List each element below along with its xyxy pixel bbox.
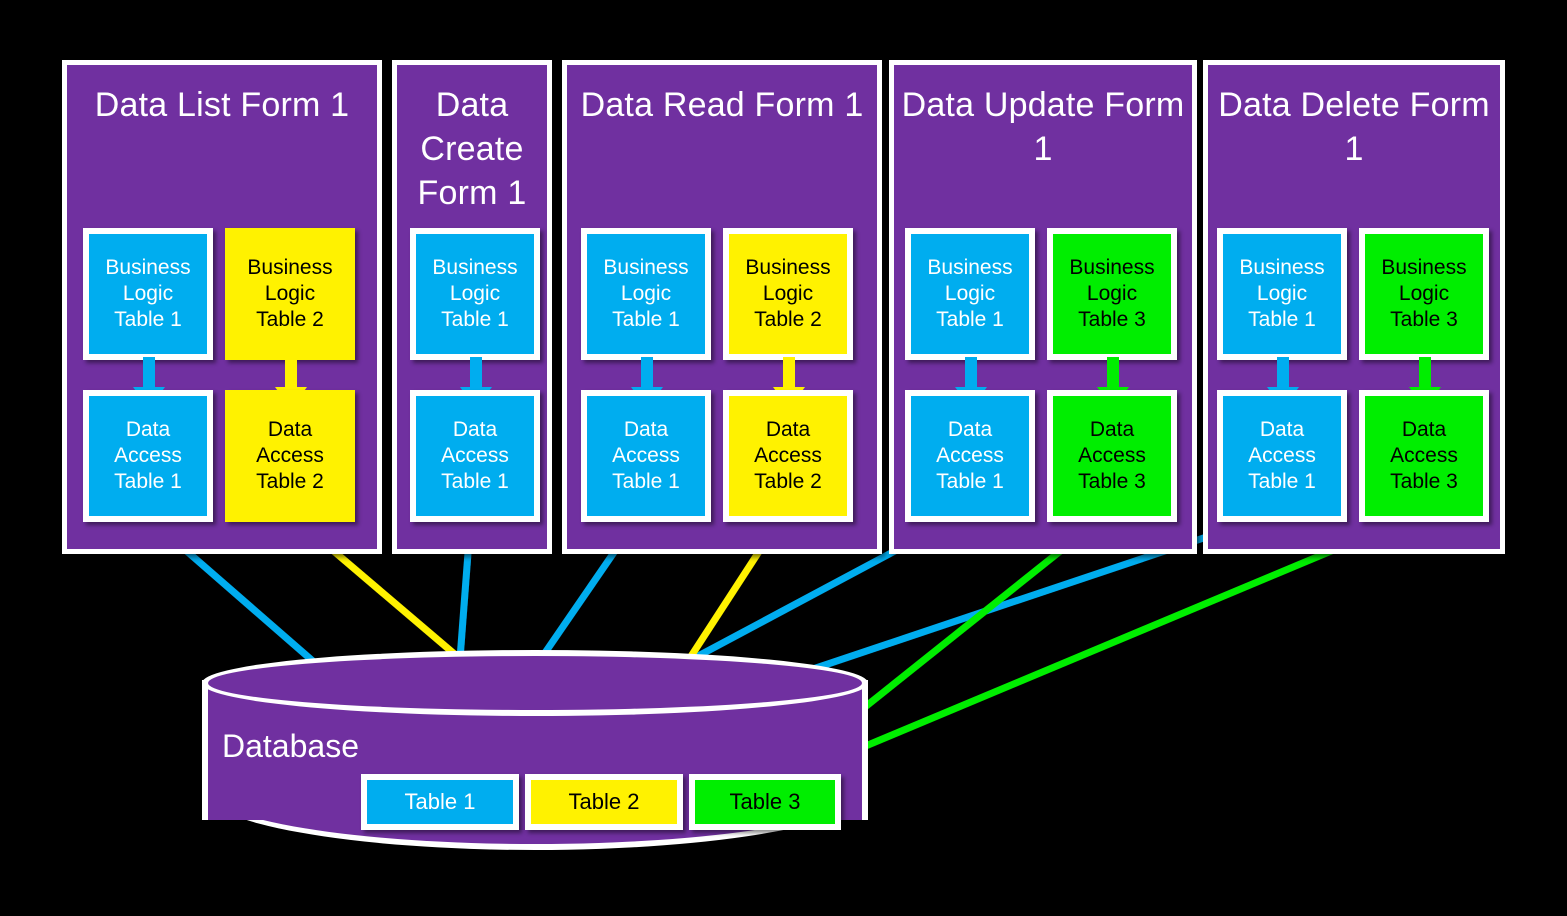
box-line-1: Data	[267, 418, 313, 441]
box-line-2: Logic	[1256, 282, 1308, 305]
db-table-label: Table 2	[568, 789, 640, 814]
box-line-1: Business	[247, 256, 333, 279]
box-line-3: Table 2	[256, 308, 324, 331]
box-line-3: Table 1	[441, 470, 509, 493]
box-business-logic-table-3[interactable]: Business Logic Table 3	[1047, 228, 1177, 360]
box-business-logic-table-2[interactable]: Business Logic Table 2	[723, 228, 853, 360]
box-line-1: Data	[1259, 418, 1305, 441]
box-line-2: Access	[1248, 444, 1316, 467]
box-line-3: Table 1	[612, 308, 680, 331]
box-line-2: Access	[1390, 444, 1458, 467]
box-line-2: Logic	[122, 282, 174, 305]
box-data-access-table-1[interactable]: Data Access Table 1	[1217, 390, 1347, 522]
box-line-3: Table 1	[114, 470, 182, 493]
box-data-access-table-3[interactable]: Data Access Table 3	[1359, 390, 1489, 522]
box-line-1: Business	[105, 256, 191, 279]
box-data-access-table-2[interactable]: Data Access Table 2	[723, 390, 853, 522]
panel-data-list-form-1[interactable]: Data List Form 1 Business Logic Table 1 …	[62, 60, 382, 554]
panel-title: Data Delete Form 1	[1218, 86, 1490, 168]
box-business-logic-table-1[interactable]: Business Logic Table 1	[905, 228, 1035, 360]
box-line-2: Logic	[1398, 282, 1450, 305]
box-line-3: Table 3	[1390, 470, 1458, 493]
box-line-1: Data	[623, 418, 669, 441]
box-line-3: Table 1	[1248, 308, 1316, 331]
box-data-access-table-1[interactable]: Data Access Table 1	[905, 390, 1035, 522]
panel-title: Data Read Form 1	[580, 86, 864, 124]
box-data-access-table-1[interactable]: Data Access Table 1	[581, 390, 711, 522]
box-line-1: Business	[1381, 256, 1467, 279]
box-line-2: Access	[256, 444, 324, 467]
db-table-1[interactable]: Table 1	[361, 774, 519, 830]
box-line-3: Table 1	[1248, 470, 1316, 493]
box-line-1: Business	[432, 256, 518, 279]
box-line-2: Access	[1078, 444, 1146, 467]
box-line-1: Data	[452, 418, 498, 441]
panel-title: Data Update Form 1	[901, 86, 1185, 168]
panel-title: Data List Form 1	[94, 86, 350, 124]
box-line-3: Table 3	[1078, 470, 1146, 493]
box-line-3: Table 1	[936, 308, 1004, 331]
db-table-label: Table 1	[404, 789, 476, 814]
box-line-1: Business	[1069, 256, 1155, 279]
box-business-logic-table-1[interactable]: Business Logic Table 1	[1217, 228, 1347, 360]
box-line-2: Access	[114, 444, 182, 467]
box-line-1: Business	[603, 256, 689, 279]
box-line-2: Logic	[620, 282, 672, 305]
box-line-2: Access	[612, 444, 680, 467]
box-line-2: Logic	[449, 282, 501, 305]
panel-title: Data Create Form 1	[417, 86, 527, 212]
box-line-3: Table 1	[441, 308, 509, 331]
box-line-2: Logic	[264, 282, 316, 305]
box-line-1: Data	[1089, 418, 1135, 441]
cylinder-top-ellipse	[202, 650, 868, 716]
box-line-1: Business	[745, 256, 831, 279]
box-line-3: Table 1	[612, 470, 680, 493]
panel-data-update-form-1[interactable]: Data Update Form 1 Business Logic Table …	[889, 60, 1197, 554]
box-line-1: Data	[765, 418, 811, 441]
box-data-access-table-2[interactable]: Data Access Table 2	[225, 390, 355, 522]
box-line-1: Business	[1239, 256, 1325, 279]
box-business-logic-table-1[interactable]: Business Logic Table 1	[581, 228, 711, 360]
box-data-access-table-1[interactable]: Data Access Table 1	[410, 390, 540, 522]
box-data-access-table-1[interactable]: Data Access Table 1	[83, 390, 213, 522]
box-line-3: Table 3	[1390, 308, 1458, 331]
box-line-3: Table 1	[936, 470, 1004, 493]
box-line-2: Access	[754, 444, 822, 467]
box-line-2: Access	[441, 444, 509, 467]
box-line-2: Logic	[1086, 282, 1138, 305]
box-line-3: Table 1	[114, 308, 182, 331]
box-line-3: Table 2	[256, 470, 324, 493]
database-label: Database	[222, 728, 359, 764]
box-line-3: Table 2	[754, 308, 822, 331]
box-line-3: Table 2	[754, 470, 822, 493]
box-line-1: Business	[927, 256, 1013, 279]
box-business-logic-table-2[interactable]: Business Logic Table 2	[225, 228, 355, 360]
box-line-2: Logic	[762, 282, 814, 305]
box-business-logic-table-1[interactable]: Business Logic Table 1	[410, 228, 540, 360]
box-business-logic-table-3[interactable]: Business Logic Table 3	[1359, 228, 1489, 360]
panel-data-create-form-1[interactable]: Data Create Form 1 Business Logic Table …	[392, 60, 552, 554]
box-line-2: Access	[936, 444, 1004, 467]
panel-data-delete-form-1[interactable]: Data Delete Form 1 Business Logic Table …	[1203, 60, 1505, 554]
db-table-3[interactable]: Table 3	[689, 774, 841, 830]
box-line-1: Data	[125, 418, 171, 441]
box-line-1: Data	[1401, 418, 1447, 441]
box-line-2: Logic	[944, 282, 996, 305]
box-line-1: Data	[947, 418, 993, 441]
box-line-3: Table 3	[1078, 308, 1146, 331]
box-business-logic-table-1[interactable]: Business Logic Table 1	[83, 228, 213, 360]
panel-data-read-form-1[interactable]: Data Read Form 1 Business Logic Table 1 …	[562, 60, 882, 554]
db-table-label: Table 3	[729, 789, 801, 814]
db-table-2[interactable]: Table 2	[525, 774, 683, 830]
box-data-access-table-3[interactable]: Data Access Table 3	[1047, 390, 1177, 522]
